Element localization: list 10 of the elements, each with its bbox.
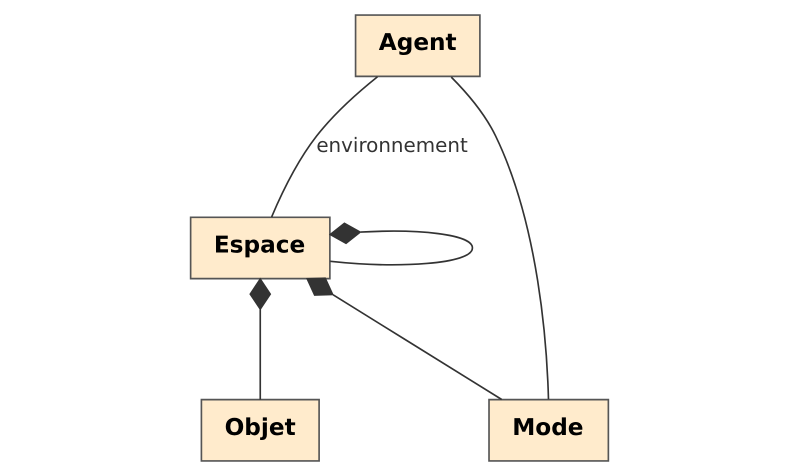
node-box: Mode [488, 398, 609, 462]
edge-label: environnement [316, 134, 468, 157]
node-box: Espace [189, 216, 330, 280]
connector [248, 278, 271, 400]
node-box: Agent [354, 14, 480, 78]
connector [328, 222, 473, 266]
connector [450, 76, 549, 400]
connector [270, 76, 378, 218]
connector [305, 277, 502, 400]
node-box: Objet [200, 398, 320, 462]
